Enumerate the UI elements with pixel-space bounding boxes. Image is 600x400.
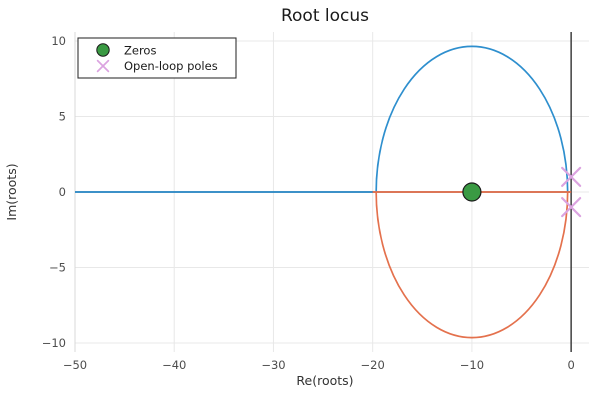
pole-marker bbox=[561, 166, 582, 188]
zero-marker bbox=[462, 182, 482, 202]
y-tick-label: −5 bbox=[49, 260, 66, 274]
x-tick-label: 0 bbox=[567, 358, 574, 372]
legend-zeros-marker-icon bbox=[96, 43, 110, 57]
y-tick-label: 0 bbox=[59, 185, 66, 199]
x-tick-label: −10 bbox=[460, 358, 484, 372]
y-tick-label: 5 bbox=[59, 110, 66, 124]
chart-title: Root locus bbox=[281, 6, 369, 26]
x-axis-label: Re(roots) bbox=[296, 373, 353, 388]
legend-label-open-loop-poles: Open-loop poles bbox=[124, 59, 218, 73]
chart-legend[interactable]: Zeros Open-loop poles bbox=[77, 37, 237, 79]
x-tick-label: −20 bbox=[361, 358, 385, 372]
x-tick-label: −50 bbox=[63, 358, 87, 372]
locus-branch-upper-arc bbox=[375, 45, 569, 193]
x-tick-label: −30 bbox=[261, 358, 285, 372]
y-tick-label: 10 bbox=[51, 34, 66, 48]
legend-poles-marker-icon bbox=[96, 59, 110, 73]
y-tick-label: −10 bbox=[42, 336, 66, 350]
legend-box bbox=[77, 37, 237, 79]
pole-marker bbox=[561, 196, 582, 218]
pole-zero-markers bbox=[462, 166, 582, 218]
legend-label-zeros: Zeros bbox=[124, 44, 156, 58]
x-tick-label: −40 bbox=[162, 358, 186, 372]
locus-branch-lower-arc bbox=[375, 191, 569, 339]
y-axis-label: Im(roots) bbox=[4, 163, 19, 220]
